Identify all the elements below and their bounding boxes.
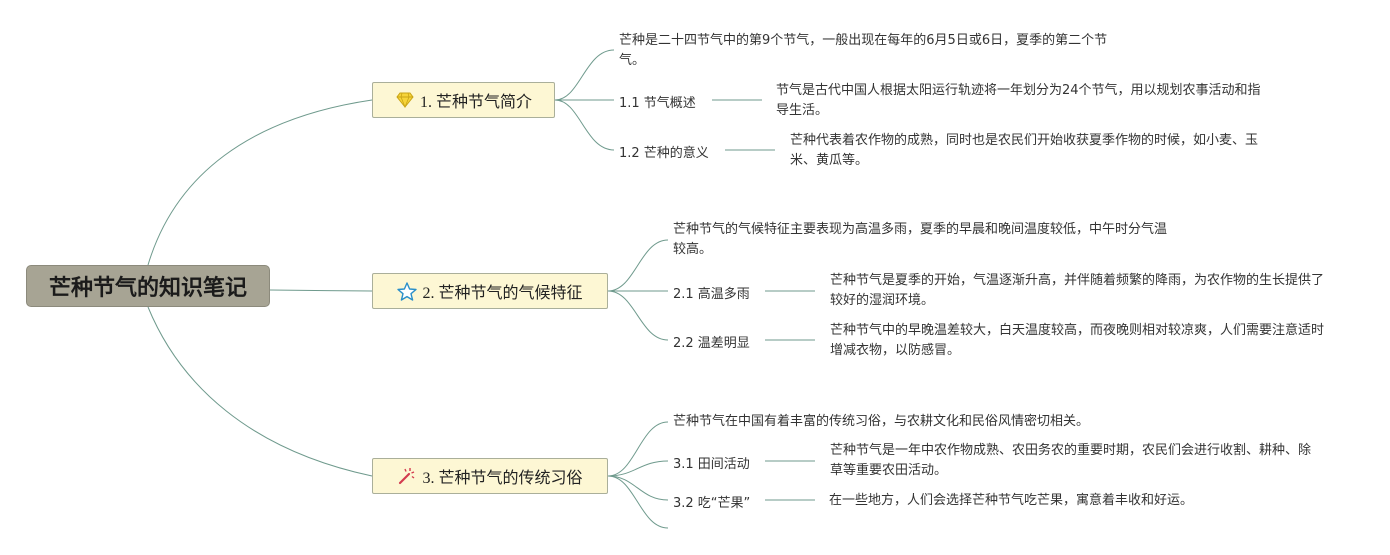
diamond-icon bbox=[395, 90, 415, 110]
link-b3-summary bbox=[607, 421, 669, 477]
sub-topic-3-2[interactable]: 3.2 吃“芒果” bbox=[673, 496, 751, 511]
branch-1-summary[interactable]: 芒种是二十四节气中的第9个节气，一般出现在每年的6月5日或6日，夏季的第二个节气… bbox=[619, 33, 1108, 68]
sub-topic-3-2-detail[interactable]: 在一些地方，人们会选择芒种节气吃芒果，寓意着丰收和好运。 bbox=[829, 493, 1194, 508]
sub-topic-1-1-detail[interactable]: 节气是古代中国人根据太阳运行轨迹将一年划分为24个节气，用以规划农事活动和指导生… bbox=[776, 83, 1261, 118]
branch-3-label: 3. 芒种节气的传统习俗 bbox=[422, 470, 583, 487]
sub-topic-2-1-detail[interactable]: 芒种节气是夏季的开始，气温逐渐升高，并伴随着频繁的降雨，为农作物的生长提供了较好… bbox=[830, 273, 1325, 308]
branch-3-topic[interactable]: 3. 芒种节气的传统习俗 bbox=[372, 458, 608, 494]
branch-2-topic[interactable]: 2. 芒种节气的气候特征 bbox=[372, 273, 608, 309]
link-root-branch-2 bbox=[269, 289, 373, 292]
sub-topic-2-2-detail[interactable]: 芒种节气中的早晚温差较大，白天温度较高，而夜晚则相对较凉爽，人们需要注意适时增减… bbox=[830, 323, 1325, 358]
sub-topic-2-1[interactable]: 2.1 高温多雨 bbox=[673, 287, 750, 302]
link-b3-sub1 bbox=[607, 460, 669, 477]
magic-wand-icon bbox=[397, 466, 417, 486]
link-b1-sub2 bbox=[554, 99, 615, 151]
root-topic[interactable]: 芒种节气的知识笔记 bbox=[26, 265, 270, 307]
link-root-branch-3 bbox=[147, 306, 373, 477]
star-icon bbox=[397, 281, 418, 301]
sub-topic-1-1[interactable]: 1.1 节气概述 bbox=[619, 96, 696, 111]
sub-topic-3-1-detail[interactable]: 芒种节气是一年中农作物成熟、农田务农的重要时期，农民们会进行收割、耕种、除草等重… bbox=[830, 443, 1312, 478]
link-root-branch-1 bbox=[147, 99, 373, 266]
sub-topic-1-2[interactable]: 1.2 芒种的意义 bbox=[619, 146, 709, 161]
branch-3-summary[interactable]: 芒种节气在中国有着丰富的传统习俗，与农耕文化和民俗风情密切相关。 bbox=[673, 414, 1090, 429]
root-topic-label: 芒种节气的知识笔记 bbox=[48, 276, 247, 301]
sub-topic-3-1[interactable]: 3.1 田间活动 bbox=[673, 457, 750, 472]
branch-2-label: 2. 芒种节气的气候特征 bbox=[422, 285, 583, 302]
link-b2-sub2 bbox=[607, 290, 669, 341]
link-b1-summary bbox=[554, 49, 615, 101]
branch-2-summary[interactable]: 芒种节气的气候特征主要表现为高温多雨，夏季的早晨和晚间温度较低，中午时分气温较高… bbox=[673, 222, 1168, 257]
link-b2-summary bbox=[607, 239, 669, 292]
branch-1-topic[interactable]: 1. 芒种节气简介 bbox=[372, 82, 555, 118]
link-b3-extra bbox=[607, 475, 669, 529]
sub-topic-2-2[interactable]: 2.2 温差明显 bbox=[673, 336, 750, 351]
sub-topic-1-2-detail[interactable]: 芒种代表着农作物的成熟，同时也是农民们开始收获夏季作物的时候，如小麦、玉米、黄瓜… bbox=[790, 133, 1259, 168]
link-b3-sub2 bbox=[607, 475, 669, 501]
branch-1-label: 1. 芒种节气简介 bbox=[419, 94, 532, 111]
